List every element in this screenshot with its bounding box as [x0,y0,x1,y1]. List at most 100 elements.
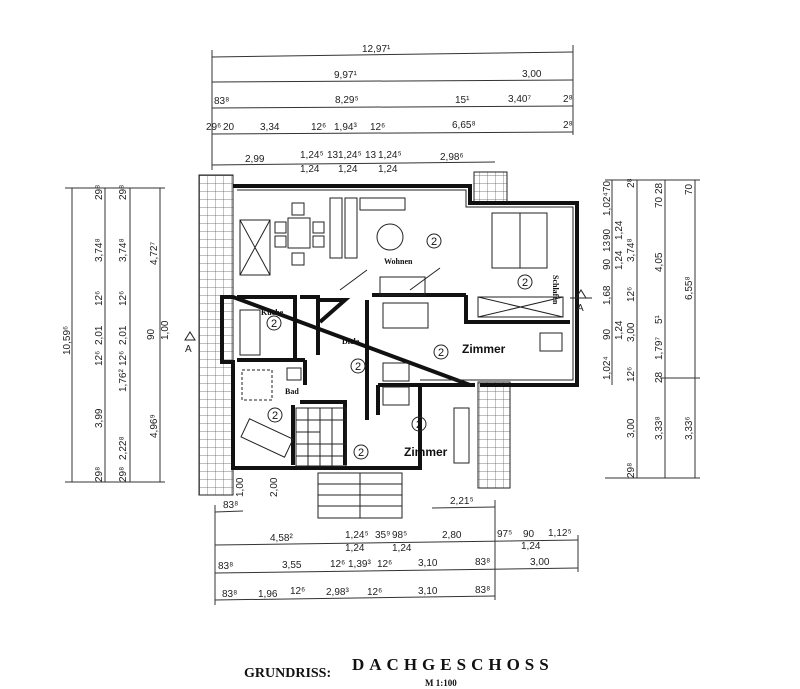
svg-text:A: A [185,344,192,355]
room-label-schlafen: Schlafen [551,275,560,305]
sideboard [329,197,343,259]
dim-text: 2,98³ [326,587,349,598]
coffee-table [376,223,404,251]
dim-text: 2,01 [94,325,105,345]
dim-text: 12⁶ [94,291,105,306]
dim-text: 15¹ [455,95,470,106]
dim-text: 12⁶ [94,351,105,366]
furniture [239,197,564,519]
dim-text: 1,02⁴ [602,192,613,216]
svg-text:2: 2 [271,318,277,330]
drawing-title-label: GRUNDRISS: [244,666,331,681]
dim-text: 1,24⁵ [300,150,324,161]
dim-text: 2⁸ [626,178,637,188]
dim-text: 3,00 [522,69,542,80]
bottom-dimensions: 83⁸ 2,21⁵ 4,58² 1,24⁵ 1,24 35⁹ 98⁵ 1,24 … [214,477,579,605]
dim-text: 3,00 [530,557,550,568]
dim-text: 3,99 [94,408,105,428]
dim-text: 12⁶ [626,367,637,382]
dim-text: 3,10 [418,558,438,569]
dim-text: 12⁶ [367,587,382,598]
dim-text: 8,29⁵ [335,95,359,106]
right-dimensions: 70 1,02⁴ 90 1,24 13 90 1,24 1,68 90 1,24… [602,178,700,479]
dim-text: 90 [146,328,157,340]
dim-text: 1,24⁵ [338,150,362,161]
dim-text: 29⁸ [94,467,105,482]
dim-text: 2⁸ [563,120,573,131]
dim-text: 1,24 [614,220,625,240]
dim-text: 3,33⁸ [654,416,665,440]
dim-text: 83⁸ [222,589,237,600]
svg-text:2: 2 [431,236,437,248]
dim-text: 2,00 [269,477,280,497]
dim-text: 1,94³ [334,122,357,133]
dim-text: 3,00 [626,322,637,342]
dim-text: 3,74⁸ [94,238,105,262]
svg-text:2: 2 [438,347,444,359]
dim-text: 12⁶ [626,287,637,302]
room-label-zimmer: Zimmer [462,342,506,356]
dim-text: 1,24⁵ [345,530,369,541]
staircase [295,407,347,467]
dim-text: 29⁸ [118,467,129,482]
dim-text: 28 [654,371,665,383]
room-markers: 2 2 2 2 2 2 2 2 [266,233,533,460]
dim-text: 2,98⁶ [440,152,464,163]
dim-text: 1,24 [614,320,625,340]
dim-text: 12⁶ [377,559,392,570]
room-label-wohnen: Wohnen [384,257,413,266]
dim-text: 4,58² [270,533,293,544]
dim-text: 1,24 [521,541,541,552]
svg-text:2: 2 [355,361,361,373]
dim-text: 12⁶ [370,122,385,133]
washbasin [286,367,302,381]
stove [239,309,261,356]
dim-text: 29⁶ [206,122,221,133]
dim-text: 29⁸ [118,185,129,200]
dim-text: 3,74⁸ [626,238,637,262]
dim-text: 2,80 [442,530,462,541]
sofa [344,197,358,259]
section-marker-left: A [184,331,196,355]
dim-text: 12,97¹ [362,44,391,55]
room-marker: 2 [353,444,369,460]
room-marker: 2 [433,344,449,360]
dim-text: 12⁶ [290,586,305,597]
section-marker-right: A [570,289,592,314]
drawing-title: DACHGESCHOSS [352,655,554,674]
dim-text: 90 [523,529,535,540]
room-label-zimmer: Zimmer [404,445,448,459]
dim-text: 29⁸ [626,463,637,478]
dim-text: 2,22⁸ [118,436,129,460]
left-dimensions: 10,59⁶ 29⁸ 3,74⁸ 12⁶ 2,01 12⁶ 3,99 29⁸ 2… [62,185,171,483]
top-dimensions: 12,97¹ 9,97¹ 3,00 83⁸ 8,29⁵ 15¹ 3,40⁷ 2⁸… [206,44,574,175]
dim-text: 3,33⁶ [684,416,695,440]
dim-text: 6,65⁸ [452,120,476,131]
dim-text: 70 [602,180,613,192]
dim-text: 1,76² [118,369,129,392]
dim-text: 1,79⁷ [654,337,665,360]
dim-text: 13 [602,240,613,252]
dim-text: 3,74⁸ [118,238,129,262]
dim-text: 90 [602,228,613,240]
dim-text: 35⁹ [375,530,390,541]
dim-text: 1,00 [235,477,246,497]
kitchen-counter [239,219,271,276]
dim-text: 70 [654,196,665,208]
dim-text: 12⁶ [118,351,129,366]
dim-text: 1,02⁴ [602,356,613,380]
dim-text: 1,96 [258,589,278,600]
drawing-scale: M 1:100 [425,678,457,688]
svg-text:2: 2 [358,447,364,459]
svg-text:2: 2 [272,410,278,422]
dim-text: 12⁶ [118,291,129,306]
dim-text: 1,24 [392,543,412,554]
dim-text: 3,40⁷ [508,94,531,105]
room-marker: 2 [411,416,427,432]
roof-eaves [198,171,511,496]
room-marker: 2 [267,407,283,423]
dim-text: 6,55⁸ [684,276,695,300]
dim-text: 83⁸ [218,561,233,572]
dim-text: 83⁸ [223,500,238,511]
